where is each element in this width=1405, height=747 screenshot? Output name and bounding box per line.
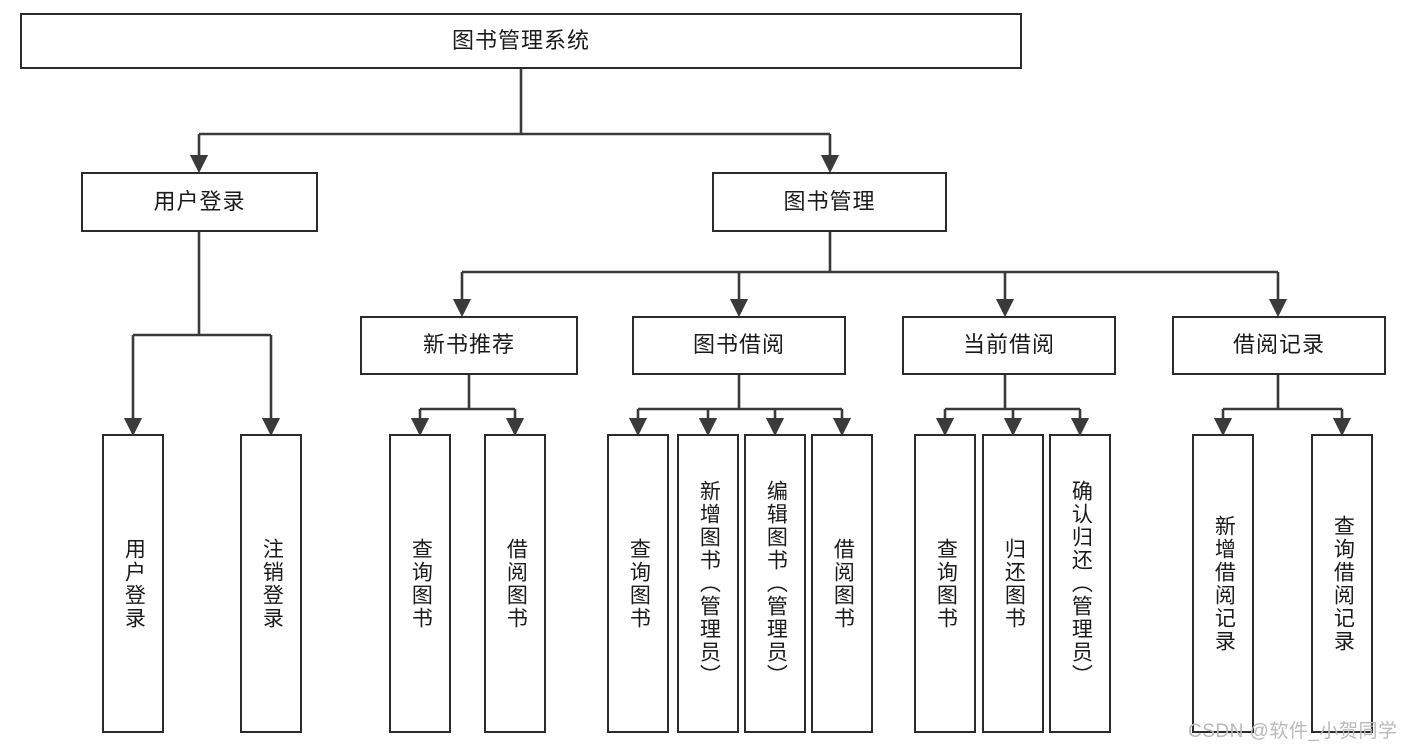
leaf-add-borrow-record[interactable]: 新增借阅记录 [1192,434,1254,733]
node-borrow-record[interactable]: 借阅记录 [1172,316,1386,375]
leaf-query-borrow-record-label: 查询借阅记录 [1331,514,1355,653]
leaf-logout-label: 注销登录 [260,537,284,630]
node-new-book-recommend-label: 新书推荐 [422,332,515,358]
node-current-borrow-label: 当前借阅 [962,332,1055,358]
node-borrow-record-label: 借阅记录 [1232,332,1325,358]
leaf-query-book-1[interactable]: 查询图书 [389,434,451,733]
leaf-edit-book-admin-label: 编辑图书（管理员） [764,480,788,687]
leaf-query-book-3[interactable]: 查询图书 [914,434,976,733]
node-root-label: 图书管理系统 [451,27,590,53]
leaf-borrow-book-1[interactable]: 借阅图书 [484,434,546,733]
node-current-borrow[interactable]: 当前借阅 [902,316,1116,375]
leaf-query-book-2[interactable]: 查询图书 [607,434,669,733]
leaf-query-book-2-label: 查询图书 [627,537,651,630]
leaf-edit-book-admin[interactable]: 编辑图书（管理员） [744,434,806,733]
node-user-login[interactable]: 用户登录 [81,172,318,232]
leaf-confirm-return-admin[interactable]: 确认归还（管理员） [1049,434,1111,733]
leaf-query-borrow-record[interactable]: 查询借阅记录 [1311,434,1373,733]
leaf-user-login-label: 用户登录 [122,537,146,630]
leaf-logout[interactable]: 注销登录 [240,434,302,733]
leaf-borrow-book-2-label: 借阅图书 [831,537,855,630]
node-new-book-recommend[interactable]: 新书推荐 [360,316,578,375]
node-book-borrow[interactable]: 图书借阅 [632,316,846,375]
leaf-confirm-return-admin-label: 确认归还（管理员） [1069,480,1093,687]
node-book-manage[interactable]: 图书管理 [712,172,947,232]
node-user-login-label: 用户登录 [153,188,246,214]
leaf-query-book-3-label: 查询图书 [934,537,958,630]
leaf-return-book-label: 归还图书 [1002,537,1026,630]
csdn-watermark: CSDN @软件_小贺同学 [1188,721,1398,742]
node-book-borrow-label: 图书借阅 [692,332,785,358]
leaf-add-book-admin[interactable]: 新增图书（管理员） [677,434,739,733]
leaf-borrow-book-1-label: 借阅图书 [504,537,528,630]
node-root[interactable]: 图书管理系统 [20,13,1022,69]
leaf-add-book-admin-label: 新增图书（管理员） [697,480,721,687]
node-book-manage-label: 图书管理 [783,188,876,214]
leaf-borrow-book-2[interactable]: 借阅图书 [811,434,873,733]
leaf-user-login[interactable]: 用户登录 [102,434,164,733]
leaf-add-borrow-record-label: 新增借阅记录 [1212,514,1236,653]
leaf-query-book-1-label: 查询图书 [409,537,433,630]
leaf-return-book[interactable]: 归还图书 [982,434,1044,733]
